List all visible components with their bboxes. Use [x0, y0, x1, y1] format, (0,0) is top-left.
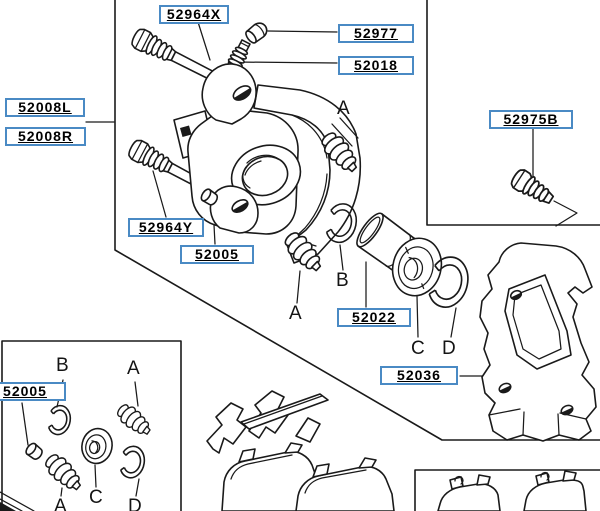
ref-letter-d-kit: D	[128, 496, 142, 511]
bleeder-cap-drawing	[245, 22, 268, 44]
ref-letter-c-kit: C	[89, 487, 103, 508]
part-label-52036[interactable]: 52036	[380, 366, 458, 385]
ref-letter-a-kit-bottom: A	[54, 496, 67, 511]
part-label-52005[interactable]: 52005	[180, 245, 254, 264]
part-label-52964y[interactable]: 52964Y	[128, 218, 204, 237]
mount-bolt-52975b-drawing	[510, 169, 555, 204]
part-label-52018[interactable]: 52018	[338, 56, 414, 75]
part-label-52022[interactable]: 52022	[337, 308, 411, 327]
brake-pads-drawing	[221, 442, 395, 511]
part-label-52977[interactable]: 52977	[338, 24, 414, 43]
seal-kit-inset	[0, 400, 156, 511]
part-label-52964x[interactable]: 52964X	[159, 5, 229, 24]
part-label-52975b[interactable]: 52975B	[489, 110, 573, 129]
ref-letter-b-piston-seal: B	[336, 270, 349, 291]
ref-letter-a-kit-top: A	[127, 358, 140, 379]
part-label-52008l[interactable]: 52008L	[5, 98, 85, 117]
ref-letter-b-kit: B	[56, 355, 69, 376]
pad-clips-drawing	[206, 390, 329, 454]
part-label-52008r[interactable]: 52008R	[5, 127, 86, 146]
ref-letter-c-piston-boot: C	[411, 338, 425, 359]
ref-letter-a-pin-boot-top: A	[337, 98, 350, 119]
pads-inset-drawing	[437, 470, 587, 511]
ref-letter-d-snap-ring: D	[442, 338, 456, 359]
caliper-bracket-drawing	[479, 242, 597, 442]
ref-letter-a-pin-boot-mid: A	[289, 303, 302, 324]
piston-boot-c-drawing	[391, 237, 443, 297]
part-label-52005-kit[interactable]: 52005	[0, 382, 66, 401]
